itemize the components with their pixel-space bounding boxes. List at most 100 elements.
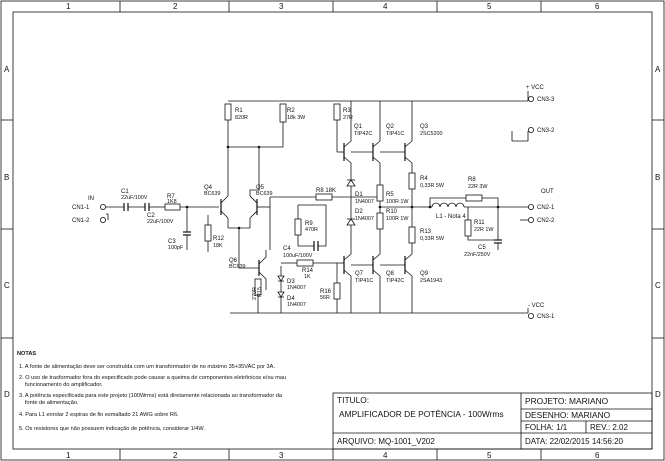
r7-value: 1K8 <box>167 199 177 205</box>
col-label-top: 3 <box>279 2 284 11</box>
bias-network: R8 18K R9 470R C4 100uF/100V R14 1K <box>269 188 380 280</box>
cn3-1-label: CN3-1 <box>537 314 555 320</box>
r3-label: R3 <box>343 108 351 114</box>
col-label-bottom: 2 <box>173 451 178 460</box>
resistor-r11 <box>464 219 472 237</box>
note-2-cont: funcionamento do amplificador. <box>25 382 103 388</box>
c5-value: 22nF/250V <box>464 252 491 258</box>
row-label-right: D <box>655 390 661 399</box>
title-block: TITULO: AMPLIFICADOR DE POTÊNCIA - 100Wr… <box>332 392 653 450</box>
title-label: TITULO: <box>337 395 369 405</box>
d2-label: D2 <box>355 209 363 215</box>
q8-value: TIP42C <box>386 278 404 284</box>
r13-label: R13 <box>420 229 432 235</box>
vcc-negative-label: - VCC <box>528 303 545 309</box>
r1-label: R1 <box>235 108 243 114</box>
r12-label: R12 <box>213 236 225 242</box>
row-label-right: C <box>655 281 661 290</box>
r11-label: R11 <box>474 220 485 226</box>
resistor-r13 <box>408 226 416 244</box>
row-label-left: C <box>4 281 10 290</box>
r9-value: 470R <box>305 227 318 233</box>
col-label-top: 2 <box>173 2 178 11</box>
q7-label: Q7 <box>355 271 364 277</box>
q4-value: BC639 <box>204 191 220 197</box>
q7-value: TIP41C <box>355 278 373 284</box>
col-label-bottom: 1 <box>66 451 71 460</box>
notes-title: NOTAS <box>17 351 36 357</box>
resistor-r14 <box>296 259 314 267</box>
r7-label: R7 <box>167 194 175 200</box>
q3-label: Q3 <box>420 124 429 130</box>
r11-value: 22R 1W <box>474 227 494 233</box>
resistor-r8-output <box>465 194 483 202</box>
cn2-1-label: CN2-1 <box>537 205 555 211</box>
notes-section: NOTAS 1. A fonte de alimentação deve ser… <box>17 351 286 432</box>
row-label-left: A <box>4 65 10 74</box>
d1-value: 1N4007 <box>355 199 374 205</box>
c2-value: 22uF/100V <box>147 219 174 225</box>
resistor-r12 <box>204 224 212 242</box>
c3-label: C3 <box>168 239 176 245</box>
resistor-r16 <box>333 282 341 300</box>
col-label-bottom: 3 <box>279 451 284 460</box>
r4-value: 0,33R 5W <box>420 183 445 189</box>
r8-output-label: R8 <box>468 177 476 183</box>
supply-rails <box>228 91 529 314</box>
l1-label: L1 - Nota 4 <box>436 214 466 220</box>
q1-value: TIP42C <box>354 131 372 137</box>
cn1-1-label: CN1-1 <box>72 205 90 211</box>
frame-column-labels: 1 2 3 4 5 6 1 2 3 4 5 6 <box>66 2 600 460</box>
connector-cn2-1 <box>528 203 535 210</box>
frame-row-labels: A B C D A B C D <box>4 65 661 399</box>
col-label-top: 4 <box>383 2 388 11</box>
connector-cn3-2 <box>528 127 535 134</box>
note-4: 4. Para L1 enrolar 2 espiras de fio esma… <box>19 412 179 418</box>
q2-value: TIP41C <box>386 131 404 137</box>
file-field: ARQUIVO: MQ-1001_V202 <box>337 437 435 446</box>
d2-value: 1N4007 <box>355 216 374 222</box>
r13-value: 0,33R 5W <box>420 236 445 242</box>
resistor-r1 <box>224 103 232 121</box>
diode-d1 <box>346 179 356 187</box>
c4-value: 100uF/100V <box>283 253 313 259</box>
r10-label: R10 <box>386 209 398 215</box>
row-label-right: A <box>655 65 661 74</box>
r5-label: R5 <box>386 192 394 198</box>
cn2-2-label: CN2-2 <box>537 218 555 224</box>
col-label-top: 1 <box>66 2 71 11</box>
connector-cn3-3 <box>528 96 535 103</box>
r2-label: R2 <box>287 108 295 114</box>
r8-feedback-label: R8 18K <box>316 188 336 194</box>
resistor-r8-feedback <box>315 193 333 201</box>
c1-value: 22uF/100V <box>121 195 148 201</box>
note-3: 3. A potência especificada para este pro… <box>19 393 283 399</box>
q5-label: Q5 <box>256 185 265 191</box>
resistor-r10 <box>376 212 384 230</box>
q3-value: 2SC5200 <box>420 131 442 137</box>
output-drivers: R3 27R Q1 TIP42C Q2 TIP41C Q3 2SC5200 D1… <box>320 101 442 313</box>
q5-value: BC639 <box>256 191 272 197</box>
r8-output-value: 22R 3W <box>468 184 488 190</box>
cn1-2-label: CN1-2 <box>72 218 90 224</box>
c2-label: C2 <box>147 213 155 219</box>
inductor-l1 <box>431 202 465 208</box>
cn3-3-label: CN3-3 <box>537 97 555 103</box>
q9-label: Q9 <box>420 271 429 277</box>
r16-value: 56R <box>320 295 330 301</box>
driver-stage: R1 820R R2 18k 3W Q4 BC639 Q5 BC639 R12 … <box>204 103 306 313</box>
q2-label: Q2 <box>386 124 395 130</box>
d1-label: D1 <box>355 192 363 198</box>
connector-cn1-1 <box>100 203 107 210</box>
q6-value: BC639 <box>229 264 245 270</box>
c4-label: C4 <box>283 246 291 252</box>
q9-value: 2SA1943 <box>420 278 442 284</box>
cn3-2-label: CN3-2 <box>537 128 555 134</box>
drawing-title: AMPLIFICADOR DE POTÊNCIA - 100Wrms <box>339 409 504 419</box>
r2-value: 18k 3W <box>287 115 306 121</box>
ground-link <box>511 131 529 142</box>
r5-value: 100R 1W <box>386 199 409 205</box>
d3-label: D3 <box>287 279 295 285</box>
c5-label: C5 <box>478 245 486 251</box>
